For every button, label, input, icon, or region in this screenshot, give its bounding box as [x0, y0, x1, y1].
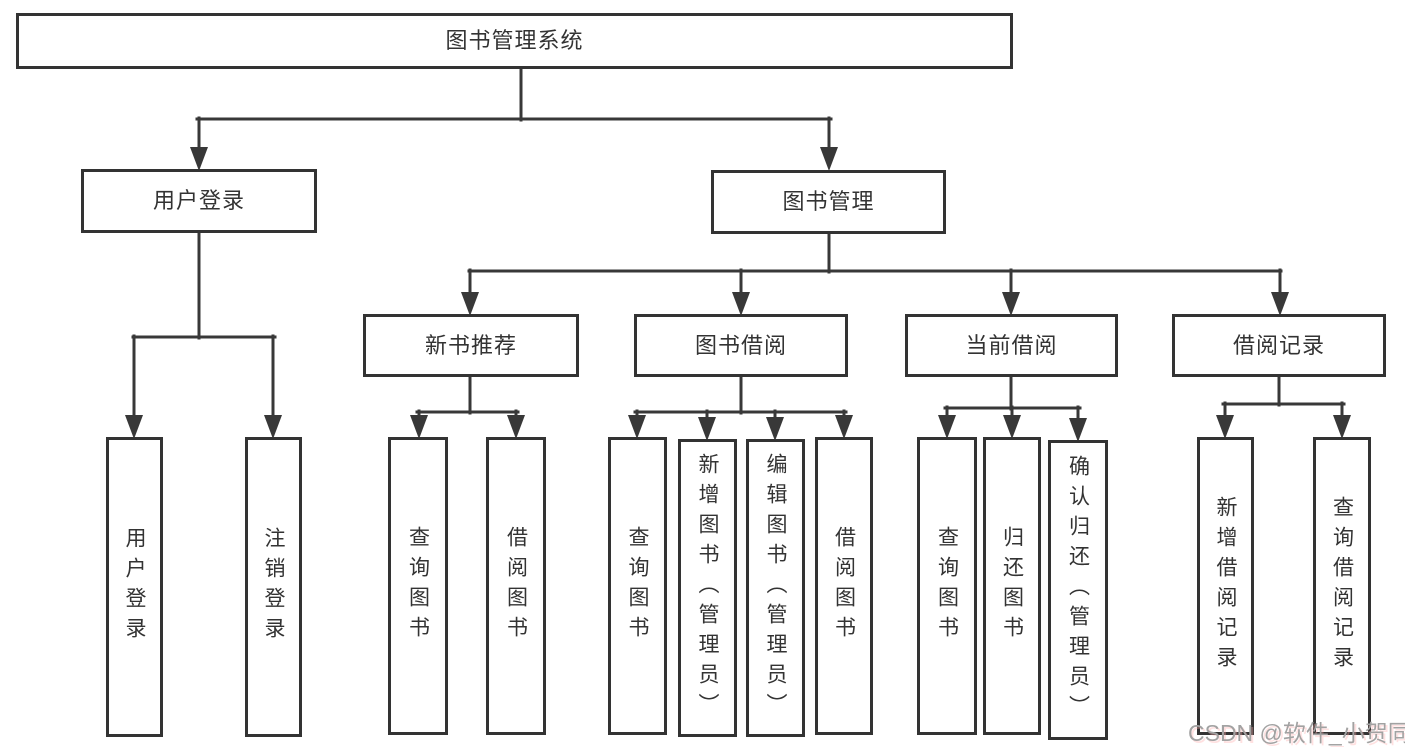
- arrowhead-bb0: [628, 415, 646, 439]
- arrowhead-br0: [1216, 415, 1234, 439]
- leaf-newbook-query-book: 查询图书: [388, 437, 448, 735]
- node-label: 图书借阅: [694, 332, 787, 358]
- node-current-borrow: 当前借阅: [905, 314, 1118, 377]
- node-label: 查询图书: [935, 526, 959, 646]
- node-label: 图书管理: [782, 189, 875, 214]
- node-borrow-record: 借阅记录: [1172, 314, 1386, 377]
- leaf-record-add-record: 新增借阅记录: [1197, 437, 1254, 735]
- arrowhead-ul0: [125, 415, 143, 439]
- leaf-record-query-record: 查询借阅记录: [1313, 437, 1371, 735]
- node-label: 确认归还（管理员）: [1066, 455, 1090, 725]
- arrowhead-user-login: [190, 147, 208, 171]
- node-label: 编辑图书（管理员）: [764, 453, 787, 723]
- node-label: 新书推荐: [424, 332, 517, 358]
- leaf-current-return-book: 归还图书: [983, 437, 1041, 735]
- leaf-logout: 注销登录: [245, 437, 302, 737]
- node-user-login: 用户登录: [81, 169, 317, 233]
- leaf-borrow-add-book-admin: 新增图书（管理员）: [678, 439, 737, 737]
- node-label: 新增图书（管理员）: [696, 453, 719, 723]
- node-label: 查询借阅记录: [1330, 496, 1354, 676]
- arrowhead-book-borrow: [732, 292, 750, 316]
- node-label: 借阅图书: [832, 526, 856, 646]
- arrowhead-nb1: [507, 415, 525, 439]
- node-label: 借阅图书: [504, 526, 528, 646]
- node-label: 查询图书: [406, 526, 430, 646]
- arrowhead-bb3: [835, 415, 853, 439]
- node-label: 新增借阅记录: [1214, 496, 1237, 676]
- leaf-newbook-borrow-book: 借阅图书: [486, 437, 546, 735]
- node-label: 借阅记录: [1232, 332, 1325, 358]
- node-book-manage: 图书管理: [711, 170, 946, 234]
- node-label: 图书管理系统: [445, 28, 584, 53]
- arrowhead-cb2: [1069, 418, 1087, 442]
- node-label: 用户登录: [152, 188, 245, 213]
- arrowhead-ul1: [264, 415, 282, 439]
- csdn-watermark: CSDN @软件_小贺同学: [1188, 720, 1405, 746]
- arrowhead-current-borrow: [1002, 292, 1020, 316]
- node-new-book: 新书推荐: [363, 314, 579, 377]
- arrowhead-borrow-record: [1271, 292, 1289, 316]
- arrowhead-bb2: [766, 417, 784, 441]
- leaf-user-login: 用户登录: [106, 437, 163, 737]
- arrowhead-new-book: [461, 292, 479, 316]
- arrowhead-br1: [1333, 415, 1351, 439]
- node-label: 注销登录: [262, 527, 285, 647]
- arrowhead-cb0: [938, 415, 956, 439]
- leaf-borrow-borrow-book: 借阅图书: [815, 437, 873, 735]
- node-label: 归还图书: [1000, 526, 1024, 646]
- node-label: 当前借阅: [965, 332, 1058, 358]
- arrowhead-cb1: [1003, 415, 1021, 439]
- arrowhead-nb0: [410, 415, 428, 439]
- leaf-borrow-query-book: 查询图书: [608, 437, 667, 735]
- node-root: 图书管理系统: [16, 13, 1013, 69]
- node-label: 用户登录: [123, 527, 146, 647]
- arrowhead-book-manage: [820, 147, 838, 171]
- node-label: 查询图书: [626, 526, 649, 646]
- leaf-current-confirm-return-admin: 确认归还（管理员）: [1048, 440, 1108, 740]
- arrowhead-bb1: [698, 417, 716, 441]
- leaf-current-query-book: 查询图书: [917, 437, 977, 735]
- node-book-borrow: 图书借阅: [634, 314, 848, 377]
- leaf-borrow-edit-book-admin: 编辑图书（管理员）: [746, 439, 805, 737]
